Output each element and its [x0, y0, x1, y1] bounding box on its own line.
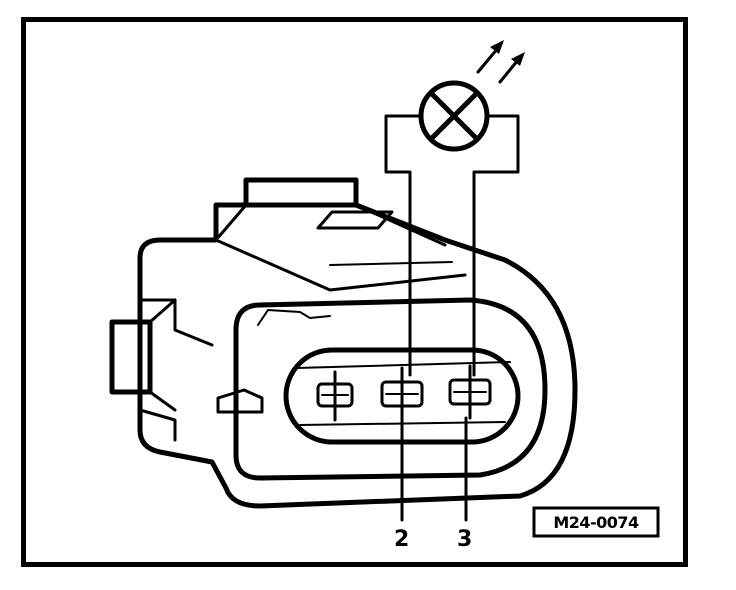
pin-label-3: 3	[457, 527, 472, 552]
side-clip	[109, 319, 153, 395]
terminal-pin-3	[448, 364, 492, 420]
wire-left	[384, 114, 423, 377]
light-emission-arrows-icon	[476, 40, 525, 84]
test-wires	[384, 114, 520, 377]
latch-window	[316, 210, 394, 230]
pin-leaders	[400, 416, 468, 522]
terminal-pin-1	[316, 370, 354, 422]
test-lamp	[418, 40, 525, 152]
terminal-pin-2	[380, 366, 424, 422]
lamp-cross-line-b	[428, 90, 480, 142]
pin-label-2: 2	[394, 527, 409, 552]
wire-right	[472, 114, 520, 377]
figure-code: M24-0074	[553, 513, 639, 532]
pin-terminals	[316, 364, 492, 422]
housing-outline	[137, 177, 578, 509]
figure-frame	[21, 17, 688, 567]
figure-code-box: M24-0074	[532, 506, 660, 538]
connector-housing	[109, 177, 578, 509]
connector-face	[233, 297, 548, 481]
